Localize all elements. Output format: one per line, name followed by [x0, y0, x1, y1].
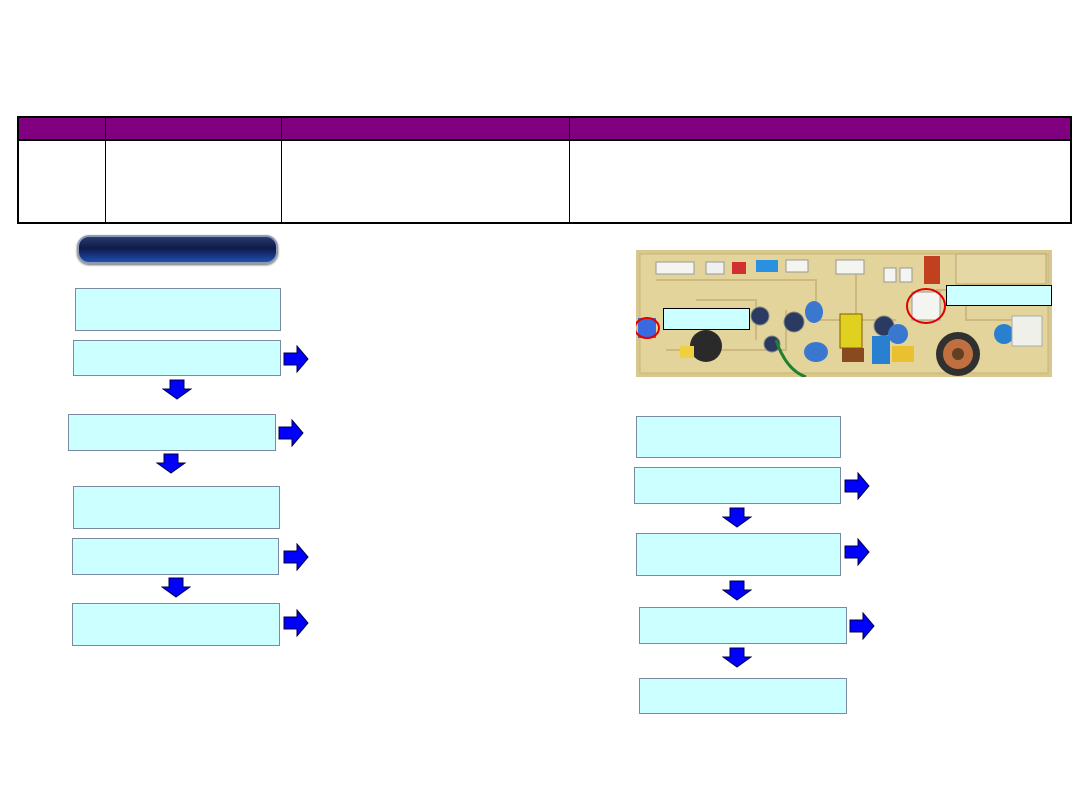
right-arrow-icon	[844, 472, 870, 500]
down-arrow-icon	[722, 507, 752, 528]
down-arrow-icon	[156, 453, 186, 474]
left-flow-step-6	[72, 603, 280, 646]
down-arrow-icon	[722, 580, 752, 601]
column-divider	[569, 118, 570, 222]
down-arrow-icon	[162, 379, 192, 400]
right-flow-step-5	[639, 678, 847, 714]
down-arrow-icon	[722, 647, 752, 668]
header-table	[17, 116, 1072, 224]
left-flow-step-4	[73, 486, 280, 529]
left-flow-step-3	[68, 414, 276, 451]
right-flow-step-1	[636, 416, 841, 458]
left-flow-step-2	[73, 340, 281, 376]
right-arrow-icon	[278, 419, 304, 447]
right-arrow-icon	[283, 609, 309, 637]
down-arrow-icon	[161, 577, 191, 598]
circuit-board-photo	[636, 250, 1052, 377]
board-label-connector-blue	[663, 308, 750, 330]
right-arrow-icon	[283, 345, 309, 373]
right-arrow-icon	[849, 612, 875, 640]
right-arrow-icon	[283, 543, 309, 571]
left-flow-step-1	[75, 288, 281, 331]
table-header-row	[19, 118, 1070, 141]
right-flow-step-3	[636, 533, 841, 576]
column-divider	[281, 118, 282, 222]
right-arrow-icon	[844, 538, 870, 566]
column-divider	[105, 118, 106, 222]
right-flow-step-4	[639, 607, 847, 644]
board-label-connector	[946, 285, 1052, 306]
section-title-pill	[77, 235, 278, 264]
right-flow-step-2	[634, 467, 841, 504]
left-flow-step-5	[72, 538, 279, 575]
